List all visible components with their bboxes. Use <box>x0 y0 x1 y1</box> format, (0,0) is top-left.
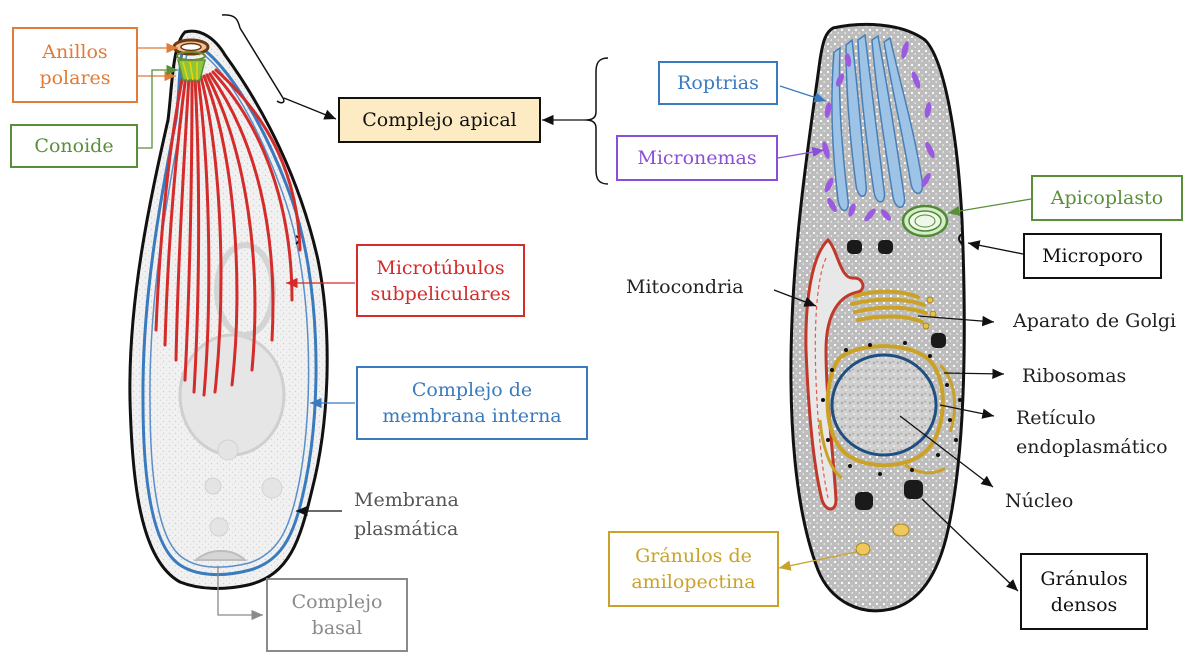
label-microtubulos: Microtúbulos subpeliculares <box>356 244 525 317</box>
label-golgi: Aparato de Golgi <box>1013 308 1176 335</box>
label-apicoplasto: Apicoplasto <box>1031 175 1183 221</box>
label-microporo: Microporo <box>1023 233 1162 279</box>
label-micronemas: Micronemas <box>616 135 778 181</box>
label-mitocondria: Mitocondria <box>626 274 744 301</box>
label-granulos-amilopectina: Gránulos de amilopectina <box>608 531 779 607</box>
label-complejo-basal: Complejo basal <box>266 578 408 652</box>
left-cell <box>130 31 327 588</box>
label-complejo-membrana: Complejo de membrana interna <box>356 366 588 440</box>
label-complejo-apical: Complejo apical <box>338 97 541 143</box>
label-reticulo: Retículo endoplasmático <box>1016 404 1168 462</box>
label-anillos-polares: Anillos polares <box>12 27 138 103</box>
label-membrana-plasmatica: Membrana plasmática <box>354 486 459 544</box>
label-granulos-densos: Gránulos densos <box>1020 553 1148 630</box>
label-nucleo: Núcleo <box>1005 488 1073 515</box>
label-conoide: Conoide <box>10 124 138 168</box>
label-ribosomas: Ribosomas <box>1022 363 1126 390</box>
label-roptrias: Roptrias <box>658 61 778 105</box>
